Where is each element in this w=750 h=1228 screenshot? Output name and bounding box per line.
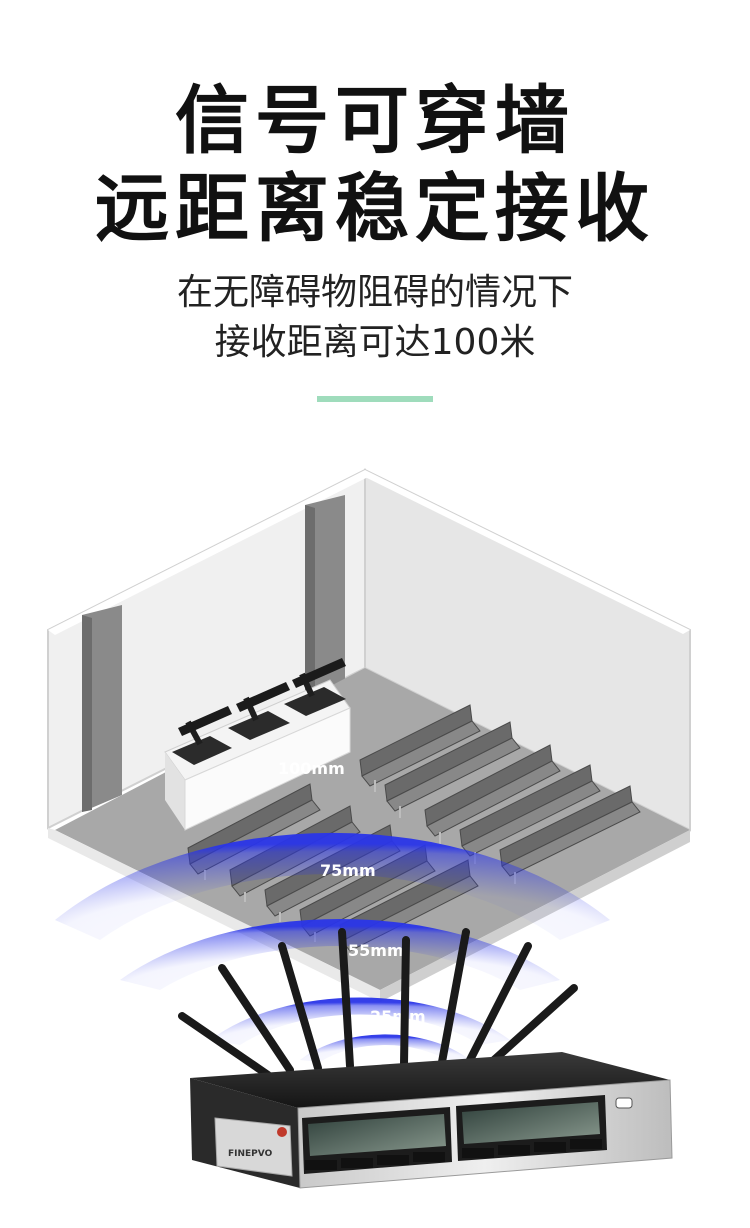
brand-logo: FINEPVO [228,1149,273,1159]
range-label-55: 55mm [348,941,404,960]
signal-range-waves [55,832,610,1062]
conference-microphones [172,658,346,765]
range-label-100: 100mm [278,759,345,778]
conference-room-illustration: 100mm 75mm 55mm 25mm FINEPVO [47,468,691,1189]
receiver-antennas [178,928,578,1079]
subtitle-line-2: 接收距离可达100米 [214,322,536,363]
wireless-receiver-unit [190,1052,673,1189]
subtitle-line-1: 在无障碍物阻碍的情况下 [176,272,573,313]
headline-line-2: 远距离稳定接收 [95,166,655,252]
accent-divider [317,396,433,402]
headline-line-1: 信号可穿墙 [175,78,575,164]
range-label-75: 75mm [320,861,376,880]
pillars [82,495,345,812]
range-label-25: 25mm [370,1007,426,1026]
room-walls [47,468,691,832]
